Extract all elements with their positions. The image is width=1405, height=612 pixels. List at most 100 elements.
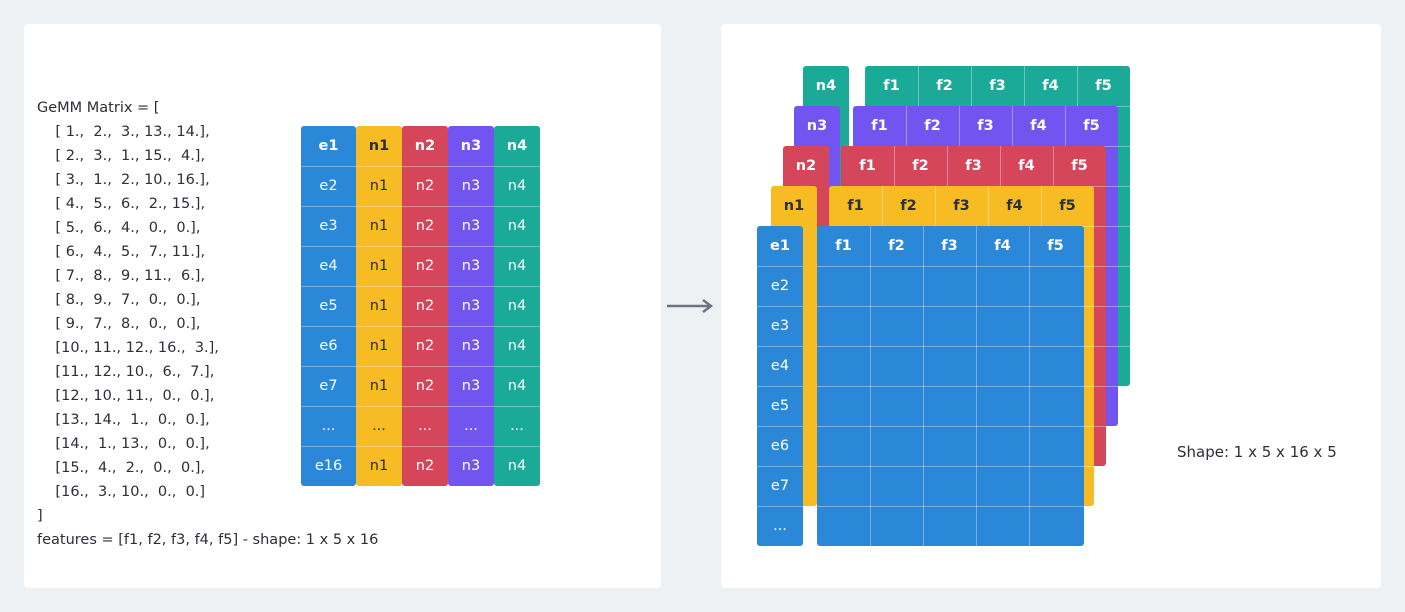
code-line: ] <box>37 508 43 524</box>
grid-line <box>976 226 977 546</box>
code-line: [16., 3., 10., 0., 0.] <box>37 484 206 500</box>
grid-line <box>402 366 448 367</box>
table-cell: ... <box>321 418 336 434</box>
grid-line <box>448 406 494 407</box>
table-cell: e7 <box>319 378 338 394</box>
table-cell: n2 <box>415 378 435 394</box>
grid-line <box>402 246 448 247</box>
layer-e-grid <box>817 226 1084 546</box>
feature-header: f4 <box>1018 158 1035 174</box>
table-cell: e2 <box>319 178 338 194</box>
table-cell: n2 <box>415 258 435 274</box>
table-cell: n1 <box>368 138 390 154</box>
feature-header: f4 <box>1006 198 1023 214</box>
grid-line <box>402 206 448 207</box>
left-panel: GeMM Matrix = [ [ 1., 2., 3., 13., 14.],… <box>24 24 661 588</box>
column-n1 <box>356 126 402 486</box>
grid-line <box>494 286 540 287</box>
grid-line <box>757 306 803 307</box>
table-cell: e1 <box>318 138 339 154</box>
table-cell: n2 <box>415 338 435 354</box>
table-cell: n1 <box>369 258 389 274</box>
grid-line <box>757 506 803 507</box>
table-cell: n4 <box>507 178 527 194</box>
grid-line <box>301 406 356 407</box>
table-cell: n3 <box>461 258 481 274</box>
table-cell: n4 <box>507 218 527 234</box>
feature-header: f3 <box>989 78 1006 94</box>
code-line: [ 6., 4., 5., 7., 11.], <box>37 244 206 260</box>
grid-line <box>356 326 402 327</box>
grid-line <box>757 426 803 427</box>
layer-label: n2 <box>795 158 817 174</box>
grid-line <box>494 406 540 407</box>
grid-line <box>356 446 402 447</box>
table-cell: e16 <box>314 458 343 474</box>
grid-line <box>301 166 356 167</box>
grid-line <box>817 266 1084 267</box>
grid-line <box>494 446 540 447</box>
row-label: e3 <box>770 318 790 334</box>
code-line: [ 2., 3., 1., 15., 4.], <box>37 148 206 164</box>
table-cell: n2 <box>415 218 435 234</box>
table-cell: n1 <box>369 378 389 394</box>
table-cell: e3 <box>319 218 338 234</box>
feature-header: f5 <box>1059 198 1076 214</box>
feature-header: f2 <box>900 198 917 214</box>
feature-header: f5 <box>1071 158 1088 174</box>
grid-line <box>402 286 448 287</box>
code-line: [ 1., 2., 3., 13., 14.], <box>37 124 210 140</box>
code-line: [ 5., 6., 4., 0., 0.], <box>37 220 201 236</box>
grid-line <box>817 386 1084 387</box>
feature-header: f4 <box>1030 118 1047 134</box>
grid-line <box>301 246 356 247</box>
grid-line <box>356 166 402 167</box>
grid-line <box>923 226 924 546</box>
grid-line <box>356 206 402 207</box>
grid-line <box>301 206 356 207</box>
grid-line <box>494 366 540 367</box>
feature-header: f5 <box>1083 118 1100 134</box>
row-label: e6 <box>770 438 790 454</box>
layer-e-label-column <box>757 226 803 546</box>
code-line: [ 3., 1., 2., 10., 16.], <box>37 172 210 188</box>
grid-line <box>494 246 540 247</box>
table-cell: ... <box>418 418 432 434</box>
grid-line <box>301 446 356 447</box>
table-cell: n2 <box>415 178 435 194</box>
feature-header: f1 <box>859 158 876 174</box>
table-cell: n3 <box>461 378 481 394</box>
feature-header: f4 <box>994 238 1011 254</box>
grid-line <box>402 166 448 167</box>
table-cell: n3 <box>461 218 481 234</box>
row-label: e1 <box>770 238 790 254</box>
code-line: [12., 10., 11., 0., 0.], <box>37 388 215 404</box>
grid-line <box>356 246 402 247</box>
feature-header: f2 <box>888 238 905 254</box>
table-cell: n3 <box>461 458 481 474</box>
arrow-right-icon <box>667 299 714 313</box>
table-cell: n2 <box>415 298 435 314</box>
feature-header: f1 <box>835 238 852 254</box>
table-cell: n2 <box>415 458 435 474</box>
grid-line <box>356 406 402 407</box>
gemm-matrix-code: GeMM Matrix = [ [ 1., 2., 3., 13., 14.],… <box>37 96 378 552</box>
code-line: [11., 12., 10., 6., 7.], <box>37 364 215 380</box>
grid-line <box>448 326 494 327</box>
column-n2 <box>402 126 448 486</box>
code-line: [ 8., 9., 7., 0., 0.], <box>37 292 201 308</box>
grid-line <box>757 386 803 387</box>
grid-line <box>402 326 448 327</box>
column-e <box>301 126 356 486</box>
feature-header: f1 <box>883 78 900 94</box>
code-line: [ 9., 7., 8., 0., 0.], <box>37 316 201 332</box>
table-cell: n3 <box>461 178 481 194</box>
code-line: GeMM Matrix = [ <box>37 100 160 116</box>
grid-line <box>356 286 402 287</box>
feature-header: f2 <box>912 158 929 174</box>
table-cell: n3 <box>461 338 481 354</box>
grid-line <box>817 346 1084 347</box>
grid-line <box>1029 226 1030 546</box>
feature-header: f3 <box>977 118 994 134</box>
table-cell: n4 <box>507 298 527 314</box>
